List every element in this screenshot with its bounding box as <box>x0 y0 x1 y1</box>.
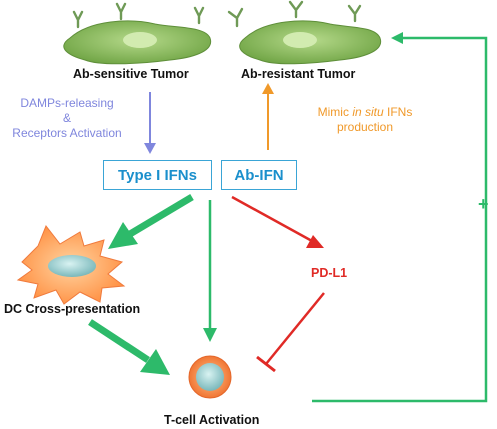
mimic-arrow <box>262 83 274 150</box>
pdl1-inhibits-tcell <box>256 292 325 373</box>
mimic-line-1: Mimic in situ IFNs <box>290 105 440 120</box>
antibody-icon <box>227 0 362 28</box>
abifn-to-pdl1-arrow <box>231 195 324 248</box>
damps-arrow <box>144 92 156 154</box>
pd-l1-label: PD-L1 <box>311 266 348 280</box>
mimic-suffix: IFNs <box>383 105 413 119</box>
damps-line-1: DAMPs-releasing <box>20 96 114 110</box>
ab-sensitive-tumor-cell-icon <box>63 20 212 65</box>
type-i-ifns-box: Type I IFNs <box>103 160 212 190</box>
mimic-line-2: production <box>336 120 394 134</box>
dc-to-tcell-arrow <box>88 319 170 375</box>
mimic-annotation: Mimic in situ IFNs production <box>290 105 440 135</box>
damps-ampersand: & <box>62 111 71 125</box>
dendritic-cell-icon <box>16 225 126 305</box>
dc-cross-presentation-label: DC Cross-presentation <box>4 302 141 316</box>
antibody-icon <box>72 2 205 29</box>
t-cell-activation-label: T-cell Activation <box>164 413 260 427</box>
damps-annotation: DAMPs-releasing & Receptors Activation <box>5 96 129 141</box>
mimic-prefix: Mimic <box>317 105 353 119</box>
mimic-italic: in situ <box>352 105 384 119</box>
feedback-loop-arrow <box>312 32 488 403</box>
positive-feedback-sign: + <box>478 194 489 214</box>
ab-resistant-tumor-label: Ab-resistant Tumor <box>241 67 356 81</box>
ifn-to-dc-arrow <box>108 193 194 249</box>
ifn-to-tcell-arrow <box>203 200 217 342</box>
t-cell-icon <box>188 355 232 399</box>
damps-line-2: Receptors Activation <box>12 126 122 140</box>
ab-ifn-box: Ab-IFN <box>221 160 297 190</box>
ab-sensitive-tumor-label: Ab-sensitive Tumor <box>73 67 189 81</box>
ab-resistant-tumor-cell-icon <box>239 20 382 65</box>
